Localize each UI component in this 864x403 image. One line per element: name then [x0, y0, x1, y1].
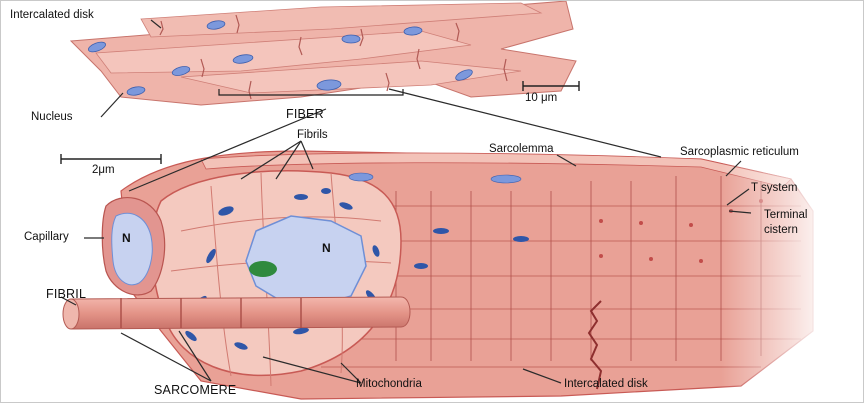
green-organelle: [249, 261, 277, 277]
label-intercalated-disk-bottom: Intercalated disk: [564, 379, 648, 391]
label-sarcoplasmic-reticulum: Sarcoplasmic reticulum: [680, 147, 799, 159]
label-nucleus: Nucleus: [31, 112, 73, 124]
label-cistern: cistern: [764, 225, 798, 237]
capillary-nucleus: [112, 213, 153, 284]
label-fibril: FIBRIL: [46, 288, 86, 301]
label-t-system: T system: [751, 183, 797, 195]
label-intercalated-disk-top: Intercalated disk: [10, 10, 94, 22]
label-mitochondria: Mitochondria: [356, 379, 422, 391]
label-fibrils: Fibrils: [297, 130, 328, 142]
label-central-nucleus-n: N: [322, 242, 331, 254]
label-terminal: Terminal: [764, 210, 807, 222]
top-cardiac-fibers: [71, 1, 576, 105]
label-scale-2um: 2μm: [92, 165, 115, 177]
label-capillary-nucleus-n: N: [122, 232, 131, 244]
label-scale-10um: 10 μm: [525, 93, 557, 105]
label-sarcolemma: Sarcolemma: [489, 144, 554, 156]
label-sarcomere: SARCOMERE: [154, 384, 236, 397]
label-fiber: FIBER: [286, 108, 324, 121]
label-capillary: Capillary: [24, 232, 69, 244]
fiber-cutaway: [63, 151, 821, 401]
